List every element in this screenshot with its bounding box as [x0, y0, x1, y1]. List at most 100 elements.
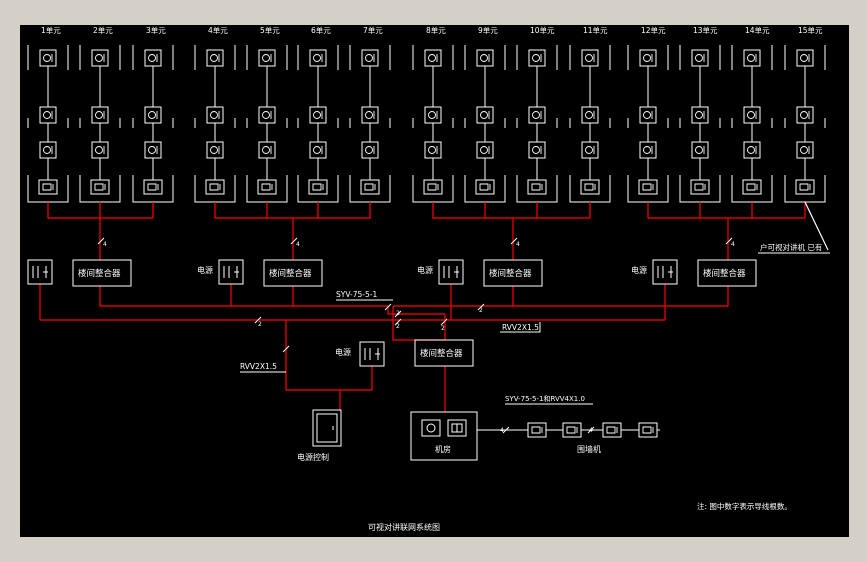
indoor-unit-icon — [144, 49, 162, 67]
unit-label: 14单元 — [745, 25, 770, 35]
indoor-unit-icon — [258, 106, 276, 124]
title-label: 可视对讲联网系统图 — [368, 522, 440, 532]
unit-column: 5单元 — [257, 25, 280, 195]
psu-5-down — [340, 366, 373, 391]
power-supply-5 — [359, 341, 385, 367]
door-station-glyph — [479, 183, 491, 191]
indoor-unit-icon — [476, 106, 494, 124]
note-label: 注: 图中数字表示导线根数。 — [697, 501, 792, 511]
indoor-unit-icon — [361, 141, 379, 159]
indoor-unit-icon-dial — [643, 54, 651, 62]
wall-unit-label: 围墙机 — [577, 444, 601, 454]
indoor-unit-icon-dial — [480, 54, 488, 62]
indoor-unit-icon-dial — [532, 111, 540, 119]
indoor-unit-icon-dial — [747, 111, 755, 119]
unit-label: 8单元 — [426, 25, 446, 35]
indoor-unit-icon-dial — [695, 146, 703, 154]
count-label-10: 4 — [500, 427, 504, 434]
indoor-unit-icon-dial — [428, 54, 436, 62]
indoor-unit-icon-dial — [643, 111, 651, 119]
unit-label: 4单元 — [208, 25, 228, 35]
wall-unit-glyph — [531, 426, 543, 434]
unit-column: 14单元 — [742, 25, 770, 195]
count-label-6: 2 — [396, 310, 400, 317]
indoor-unit-icon-dial — [747, 54, 755, 62]
interlayer-box-3-label: 楼间整合器 — [489, 268, 532, 279]
wall-unit-icon — [638, 422, 658, 438]
power-supply-3 — [438, 259, 464, 285]
door-station-icon — [795, 179, 815, 195]
indoor-unit-icon-dial — [210, 111, 218, 119]
box-1-down — [99, 286, 388, 307]
indoor-unit-icon — [476, 141, 494, 159]
unit-label: 11单元 — [583, 25, 608, 35]
indoor-unit-icon-dial — [95, 54, 103, 62]
indoor-unit-icon — [639, 49, 657, 67]
wall-unit-glyph — [606, 426, 618, 434]
bus-group-3 — [432, 202, 591, 219]
indoor-unit-icon — [639, 106, 657, 124]
power-label-2: 电源 — [197, 265, 213, 275]
indoor-unit-icon — [691, 106, 709, 124]
door-station-glyph — [261, 183, 273, 191]
indoor-unit-icon — [528, 106, 546, 124]
unit-label: 12单元 — [641, 25, 666, 35]
unit-label: 15单元 — [798, 25, 823, 35]
indoor-unit-icon — [39, 49, 57, 67]
cable-rvv-left-label: RVV2X1.5 — [240, 362, 277, 371]
indoor-unit-icon — [796, 106, 814, 124]
indoor-unit-icon-dial — [480, 146, 488, 154]
indoor-unit-icon-dial — [43, 111, 51, 119]
count-label-8: 2 — [441, 325, 445, 332]
indoor-unit-icon — [144, 106, 162, 124]
unit-column: 7单元 — [360, 25, 383, 195]
door-station-glyph — [312, 183, 324, 191]
annotation-label: 户可视对讲机 已有 — [760, 242, 823, 252]
door-station-icon — [257, 179, 277, 195]
unit-label: 13单元 — [693, 25, 718, 35]
indoor-unit-icon-dial — [210, 54, 218, 62]
cable-tag-rvv — [500, 322, 541, 333]
box-3-down — [393, 286, 514, 307]
unit-label: 9单元 — [478, 25, 498, 35]
unit-column: 6单元 — [308, 25, 331, 195]
indoor-unit-icon-dial — [695, 111, 703, 119]
unit-column: 11单元 — [580, 25, 608, 195]
indoor-unit-icon-dial — [428, 146, 436, 154]
indoor-unit-icon — [691, 141, 709, 159]
unit-column: 3单元 — [143, 25, 166, 195]
interlayer-box-4 — [697, 259, 757, 287]
indoor-unit-icon-dial — [210, 146, 218, 154]
indoor-unit-icon-dial — [532, 146, 540, 154]
indoor-unit-icon — [424, 49, 442, 67]
door-station-icon — [308, 179, 328, 195]
power-control-label: 电源控制 — [297, 452, 329, 462]
power-label-5: 电源 — [335, 347, 351, 357]
indoor-unit-icon-dial — [148, 111, 156, 119]
indoor-unit-icon-dial — [43, 54, 51, 62]
indoor-unit-icon-dial — [365, 146, 373, 154]
unit-label: 5单元 — [260, 25, 280, 35]
unit-label: 3单元 — [146, 25, 166, 35]
indoor-unit-icon — [581, 49, 599, 67]
indoor-unit-icon — [39, 141, 57, 159]
interlayer-box-3 — [483, 259, 543, 287]
indoor-unit-icon-dial — [148, 54, 156, 62]
indoor-unit-icon-dial — [262, 111, 270, 119]
indoor-unit-icon — [91, 49, 109, 67]
indoor-unit-icon-dial — [585, 54, 593, 62]
door-station-glyph — [364, 183, 376, 191]
interlayer-box-2 — [263, 259, 323, 287]
indoor-unit-icon-dial — [800, 146, 808, 154]
door-station-glyph — [531, 183, 543, 191]
indoor-unit-icon — [309, 141, 327, 159]
door-station-glyph — [746, 183, 758, 191]
count-label-9: 2 — [479, 307, 483, 314]
labels: 楼间整合器 楼间整合器 楼间整合器 楼间整合器 楼间整合器 电源 电源 电源 电… — [78, 241, 823, 532]
indoor-unit-icon — [144, 141, 162, 159]
interlayer-box-1 — [72, 259, 132, 287]
indoor-unit-icon — [361, 106, 379, 124]
door-station-icon — [143, 179, 163, 195]
indoor-unit-icon — [91, 106, 109, 124]
